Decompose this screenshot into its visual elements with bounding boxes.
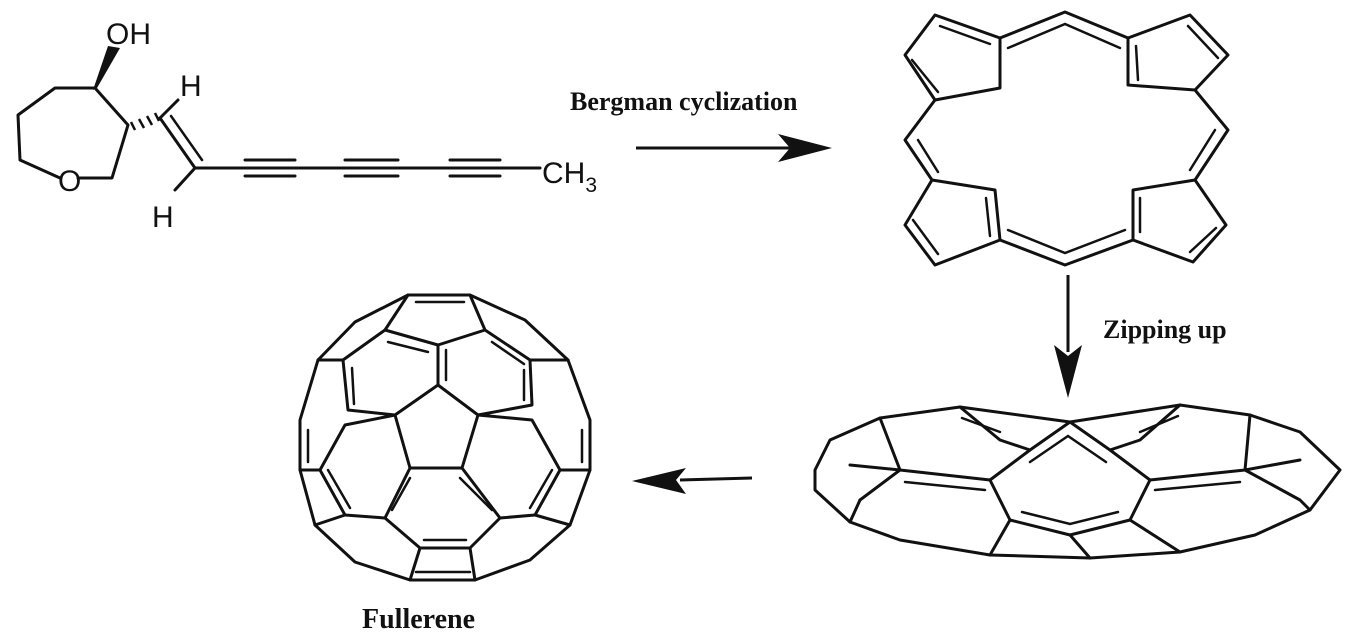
hydroxyl-label: OH [106, 18, 151, 51]
methyl-subscript: 3 [585, 174, 597, 197]
bowl-molecule [813, 403, 1342, 560]
wedge-bond [93, 46, 120, 90]
hashed-bond [129, 112, 161, 131]
ring-oxygen-label: O [58, 165, 81, 198]
fullerene-label: Fullerene [362, 604, 475, 635]
bergman-label: Bergman cyclization [570, 87, 798, 116]
final-arrow [632, 468, 753, 494]
zipping-arrow: Zipping up [1054, 275, 1227, 398]
macrocycle-molecule [903, 10, 1230, 267]
bergman-arrow: Bergman cyclization [570, 87, 832, 162]
reactant-molecule: OH O H H CH3 [16, 18, 597, 234]
hydrogen-top-label: H [180, 70, 202, 103]
zipping-label: Zipping up [1103, 315, 1227, 344]
methyl-text: CH [542, 157, 585, 190]
hydrogen-bottom-label: H [152, 201, 174, 234]
methyl-label: CH3 [542, 157, 597, 197]
fullerene-molecule [298, 293, 592, 582]
